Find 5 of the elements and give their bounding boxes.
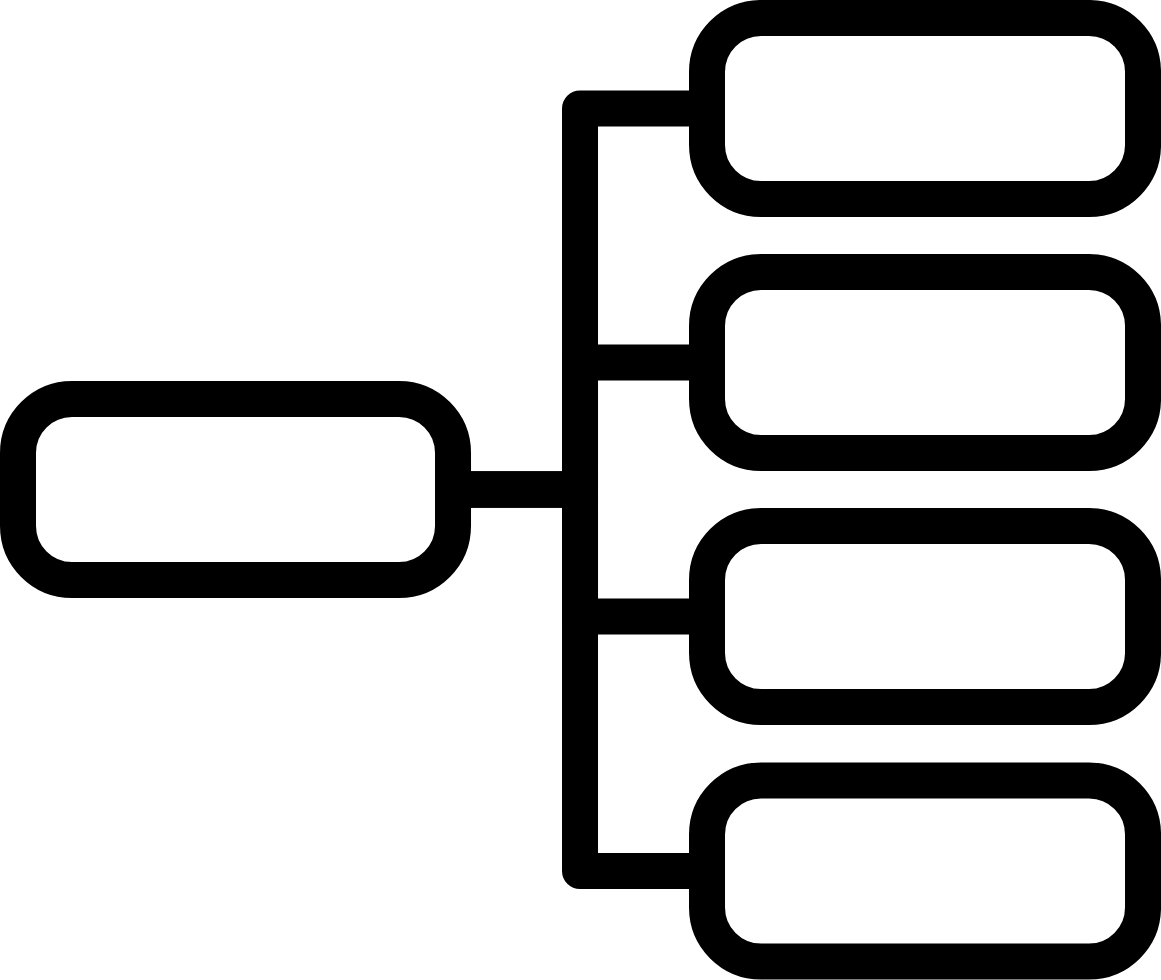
rounded-box [689,254,1161,471]
rounded-box [689,762,1161,980]
rounded-box [689,508,1161,725]
rounded-box [0,381,471,598]
rounded-box [689,0,1161,217]
